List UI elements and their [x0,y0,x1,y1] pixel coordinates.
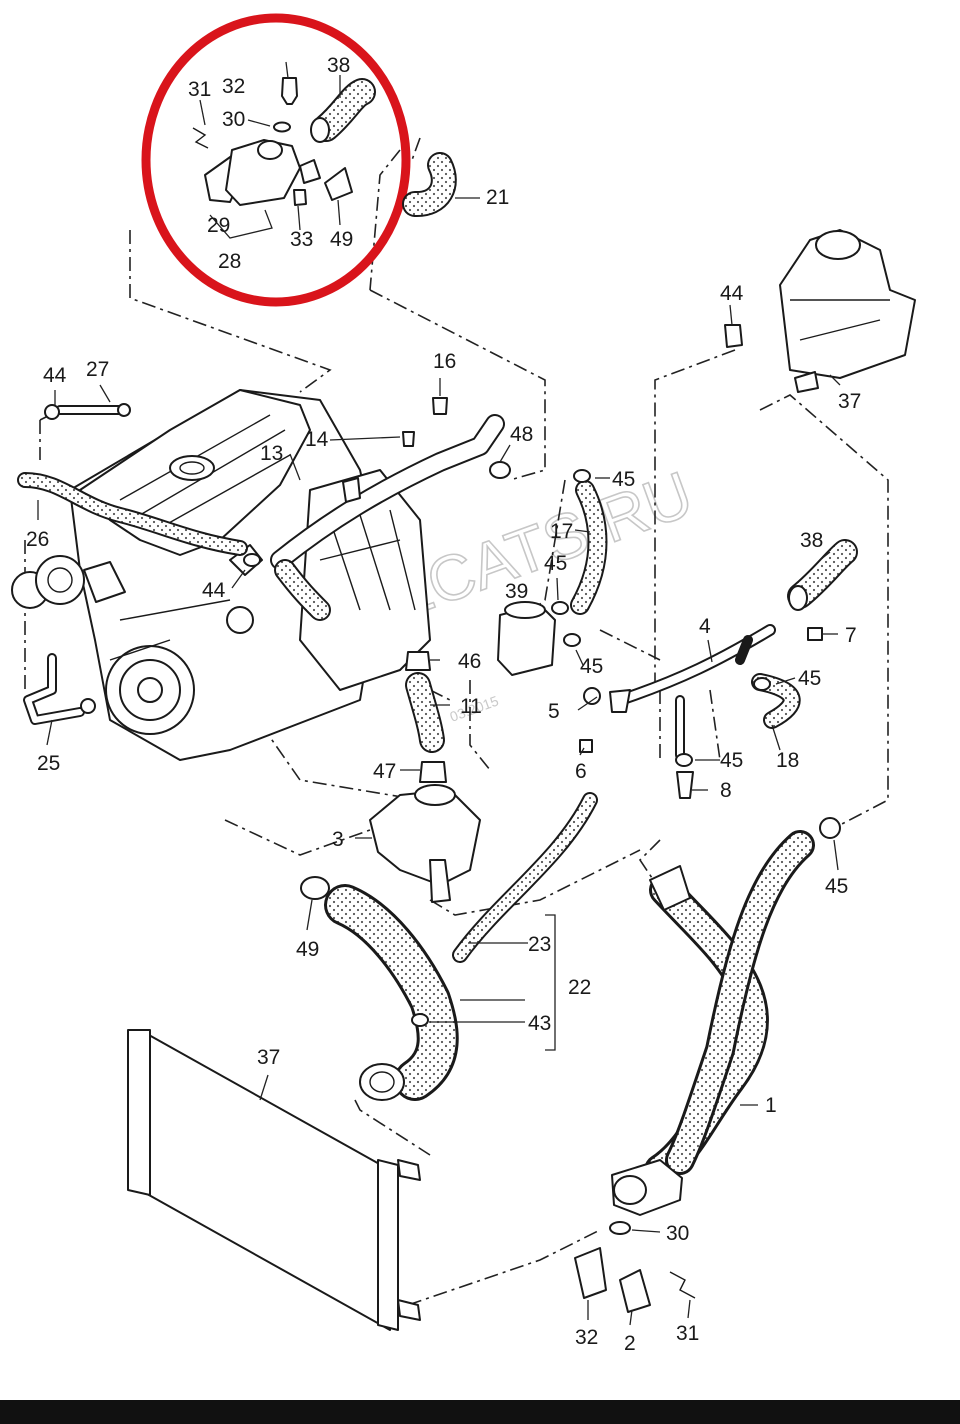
label-45-f: 45 [825,875,848,898]
label-43: 43 [528,1012,551,1035]
reservoir [497,601,556,676]
coolant-pipe [270,397,511,621]
label-3: 3 [332,828,344,851]
label-37-radiator: 37 [257,1046,280,1069]
label-16: 16 [433,350,456,373]
label-4: 4 [699,615,711,638]
thermostat-flange-assembly [192,61,480,239]
label-18: 18 [776,749,799,772]
label-45-c: 45 [580,655,603,678]
label-44-left: 44 [43,364,67,387]
label-32-bottom: 32 [575,1326,598,1349]
label-25: 25 [37,752,60,775]
label-47: 47 [373,760,396,783]
label-23: 23 [528,933,551,956]
part-labels: 31 32 30 38 21 29 28 33 49 44 37 16 44 2… [26,54,861,1355]
label-32-top: 32 [222,75,245,98]
label-1: 1 [765,1094,777,1117]
label-30-top: 30 [222,108,245,131]
label-14: 14 [305,428,329,451]
label-48: 48 [510,423,533,446]
label-7: 7 [845,624,857,647]
label-44-mid: 44 [202,579,226,602]
assembly-lines [24,137,889,1306]
label-17: 17 [550,520,573,543]
label-8: 8 [720,779,732,802]
pump-housing [369,651,481,903]
radiator [127,1029,421,1331]
label-2: 2 [624,1332,636,1355]
hose-clamps [243,553,841,1027]
label-45-e: 45 [720,749,743,772]
label-33: 33 [290,228,313,251]
label-21: 21 [486,186,509,209]
label-45-d: 45 [798,667,821,690]
label-6: 6 [575,760,587,783]
label-37-tank: 37 [838,390,861,413]
label-28: 28 [218,250,241,273]
label-46: 46 [458,650,481,673]
label-31-bottom: 31 [676,1322,699,1345]
label-31-top: 31 [188,78,211,101]
label-11: 11 [460,695,482,718]
main-hoses [324,792,815,1313]
label-38-right: 38 [800,529,823,552]
label-45-b: 45 [544,552,567,575]
label-45-a: 45 [612,468,635,491]
label-38-top: 38 [327,54,350,77]
label-13: 13 [260,442,283,465]
label-39: 39 [505,580,528,603]
engine-block [11,389,431,761]
label-5: 5 [548,700,560,723]
label-44-right: 44 [720,282,744,305]
label-27: 27 [86,358,109,381]
leader-lines [37,99,841,1326]
label-29: 29 [207,214,230,237]
label-22: 22 [568,976,591,999]
label-30-bottom: 30 [666,1222,689,1245]
label-49-top: 49 [330,228,353,251]
highlight-circle [141,13,411,307]
expansion-tank [724,229,916,393]
label-49-bottom: 49 [296,938,319,961]
bottom-bar [0,1400,960,1424]
label-26: 26 [26,528,49,551]
